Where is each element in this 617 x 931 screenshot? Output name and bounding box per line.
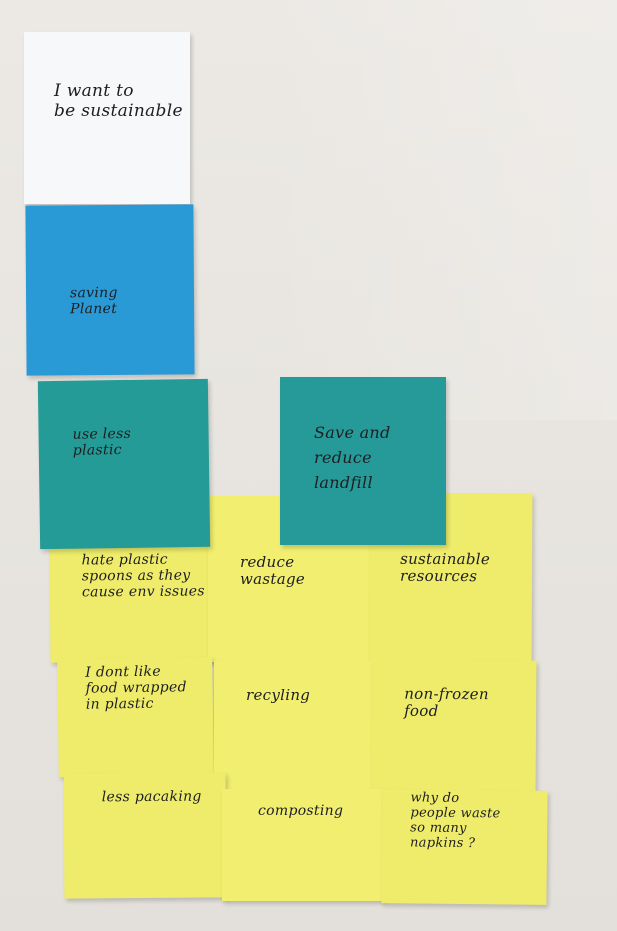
note-text: sustainable resources bbox=[399, 549, 491, 586]
note-text: hate plastic spoons as they cause env is… bbox=[81, 551, 205, 601]
note-text: reduce wastage bbox=[240, 553, 306, 589]
sticky-note-teal-right: Save and reduce landfill bbox=[280, 377, 446, 545]
note-text: less pacaking bbox=[101, 788, 202, 806]
note-text: I want to be sustainable bbox=[54, 81, 183, 121]
note-text: use less plastic bbox=[72, 425, 132, 459]
sticky-note-white: I want to be sustainable bbox=[24, 32, 190, 204]
sticky-note-yellow-r3c3: why do people waste so many napkins ? bbox=[381, 789, 548, 905]
sticky-note-yellow-r1c1: hate plastic spoons as they cause env is… bbox=[49, 539, 214, 663]
sticky-note-teal-left: use less plastic bbox=[37, 378, 211, 550]
sticky-note-blue: saving Planet bbox=[25, 204, 195, 376]
sticky-note-yellow-r2c2: recyling bbox=[214, 661, 376, 793]
sticky-note-yellow-r2c1: I dont like food wrapped in plastic bbox=[57, 656, 214, 778]
note-text: why do people waste so many napkins ? bbox=[409, 790, 501, 851]
note-text: I dont like food wrapped in plastic bbox=[85, 663, 187, 713]
sticky-note-yellow-r2c3: non-frozen food bbox=[371, 659, 537, 795]
sticky-note-yellow-r3c1: less pacaking bbox=[63, 772, 227, 899]
note-text: saving Planet bbox=[69, 284, 118, 318]
note-text: composting bbox=[258, 803, 344, 819]
note-text: non-frozen food bbox=[404, 684, 489, 721]
note-text: Save and reduce landfill bbox=[314, 423, 391, 492]
sticky-note-yellow-r3c2: composting bbox=[222, 789, 384, 901]
note-text: recyling bbox=[246, 686, 311, 704]
wall-light-shade bbox=[250, 0, 617, 420]
